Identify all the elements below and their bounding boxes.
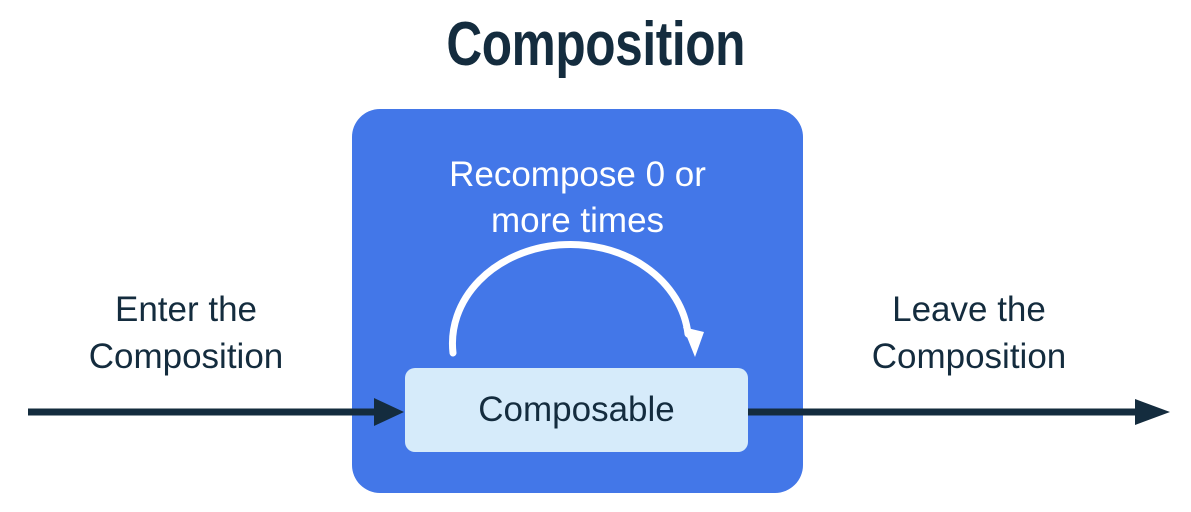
recompose-label: Recompose 0 or more times bbox=[449, 155, 706, 240]
leave-composition-label: Leave the Composition bbox=[871, 290, 1067, 376]
composable-node: Composable bbox=[405, 368, 748, 452]
composable-label: Composable bbox=[478, 390, 675, 429]
diagram-title: Composition bbox=[0, 14, 1191, 76]
leave-arrow-icon bbox=[748, 399, 1170, 425]
enter-composition-label: Enter the Composition bbox=[88, 290, 284, 376]
diagram-title-text: Composition bbox=[446, 10, 745, 79]
enter-arrow-icon bbox=[28, 398, 404, 426]
